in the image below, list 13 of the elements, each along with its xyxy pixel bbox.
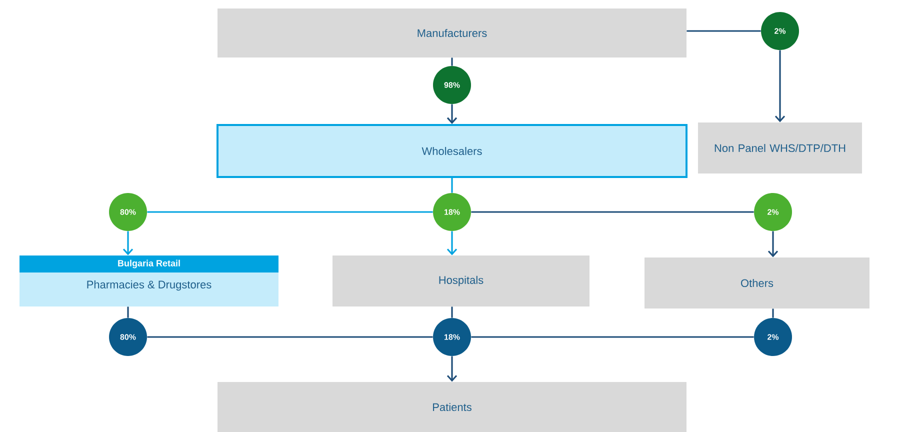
arrow bbox=[446, 231, 458, 256]
process-box: Wholesalers bbox=[216, 124, 688, 178]
arrow bbox=[774, 50, 786, 122]
arrow bbox=[446, 104, 458, 124]
arrow bbox=[768, 231, 778, 258]
process-box: Hospitals bbox=[332, 256, 590, 306]
process-box: Patients bbox=[218, 382, 686, 432]
process-box: Manufacturers bbox=[218, 8, 686, 58]
arrow bbox=[122, 231, 134, 256]
process-box: Others bbox=[644, 258, 870, 308]
arrow bbox=[446, 356, 458, 382]
process-box: Non Panel WHS/DTP/DTH bbox=[698, 122, 862, 174]
process-box: Bulgaria Retail Pharmacies & Drugstores bbox=[20, 256, 278, 306]
